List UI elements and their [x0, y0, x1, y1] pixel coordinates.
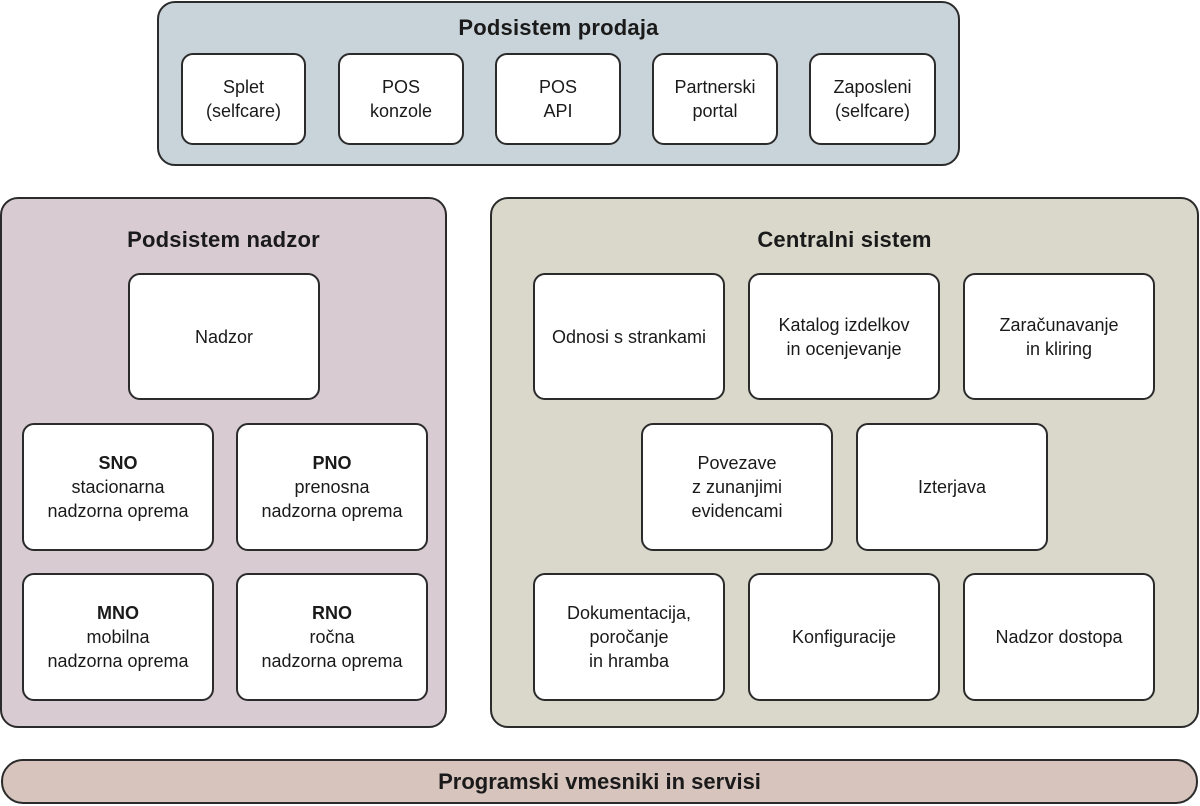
box-mno: MNO mobilna nadzorna oprema	[22, 573, 214, 701]
box-line: prenosna	[294, 477, 370, 497]
box-konfiguracije: Konfiguracije	[748, 573, 940, 701]
box-line: POS	[381, 77, 420, 97]
box-line: in kliring	[1025, 338, 1093, 359]
box-pno: PNO prenosna nadzorna oprema	[236, 423, 428, 551]
box-zaracunavanje: Zaračunavanje in kliring	[963, 273, 1155, 400]
box-line: Katalog izdelkov	[778, 314, 910, 335]
box-line: nadzorna oprema	[261, 501, 403, 521]
box-line: (selfcare)	[834, 101, 910, 121]
box-abbr: PNO	[312, 453, 352, 473]
monitoring-subsystem-group: Podsistem nadzor Nadzor SNO stacionarna …	[0, 197, 447, 728]
box-line: Odnosi s strankami	[551, 326, 707, 347]
sales-subsystem-group: Podsistem prodaja Splet (selfcare) POS k…	[157, 1, 960, 166]
box-line: Povezave	[697, 453, 777, 473]
central-system-group: Centralni sistem Odnosi s strankami Kata…	[490, 197, 1199, 728]
box-nadzor-dostopa: Nadzor dostopa	[963, 573, 1155, 701]
middleware-bar-label: Programski vmesniki in servisi	[438, 768, 761, 794]
box-sno: SNO stacionarna nadzorna oprema	[22, 423, 214, 551]
box-zaposleni-selfcare: Zaposleni (selfcare)	[809, 53, 936, 145]
box-line: POS	[538, 77, 577, 97]
box-pos-api: POS API	[495, 53, 621, 145]
box-line: Dokumentacija,	[566, 603, 692, 623]
box-partnerski-portal: Partnerski portal	[652, 53, 778, 145]
box-povezave: Povezave z zunanjimi evidencami	[641, 423, 833, 551]
box-line: mobilna	[86, 627, 150, 647]
box-line: (selfcare)	[205, 101, 281, 121]
sales-subsystem-title: Podsistem prodaja	[458, 15, 659, 40]
box-line: z zunanjimi	[691, 477, 783, 497]
box-line: Zaposleni	[833, 77, 912, 97]
box-line: Nadzor dostopa	[995, 627, 1123, 647]
box-line: Zaračunavanje	[999, 314, 1119, 335]
box-line: konzole	[369, 101, 433, 121]
box-line: API	[543, 101, 573, 121]
box-odnosi-s-strankami: Odnosi s strankami	[533, 273, 725, 400]
box-rno: RNO ročna nadzorna oprema	[236, 573, 428, 701]
box-line: ročna	[309, 627, 355, 647]
box-pos-konzole: POS konzole	[338, 53, 464, 145]
box-abbr: SNO	[98, 453, 138, 473]
box-izterjava: Izterjava	[856, 423, 1048, 551]
middleware-bar: Programski vmesniki in servisi	[1, 759, 1198, 804]
box-splet-selfcare: Splet (selfcare)	[181, 53, 306, 145]
box-line: poročanje	[589, 627, 669, 647]
box-line: stacionarna	[71, 477, 165, 497]
box-line: Splet	[222, 77, 265, 97]
box-line: evidencami	[691, 501, 783, 521]
box-abbr: MNO	[97, 603, 139, 623]
box-line: nadzorna oprema	[47, 651, 189, 671]
central-system-title: Centralni sistem	[757, 227, 932, 252]
box-line: Partnerski	[674, 77, 756, 97]
box-line: in hramba	[588, 651, 670, 671]
box-line: Izterjava	[917, 477, 987, 497]
box-line: in ocenjevanje	[786, 338, 902, 359]
box-nadzor: Nadzor	[128, 273, 320, 400]
monitoring-subsystem-title: Podsistem nadzor	[127, 227, 320, 252]
box-katalog-izdelkov: Katalog izdelkov in ocenjevanje	[748, 273, 940, 400]
box-line: nadzorna oprema	[47, 501, 189, 521]
box-line: portal	[692, 101, 738, 121]
box-abbr: RNO	[312, 603, 352, 623]
box-line: nadzorna oprema	[261, 651, 403, 671]
box-dokumentacija: Dokumentacija, poročanje in hramba	[533, 573, 725, 701]
box-line: Konfiguracije	[791, 627, 897, 647]
box-line: Nadzor	[194, 326, 254, 347]
